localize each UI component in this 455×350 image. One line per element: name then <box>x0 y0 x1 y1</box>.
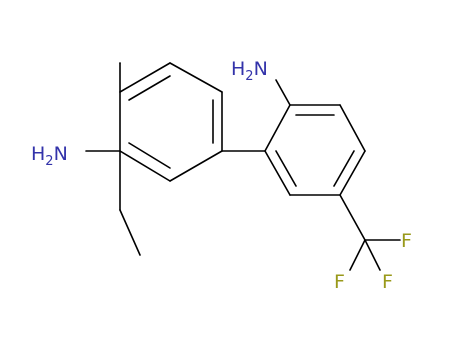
bond-R6-R1 <box>264 150 291 196</box>
amine-left-label: H2N <box>31 143 68 169</box>
bond-C1-C2 <box>169 150 223 182</box>
double-bond-C2-C3 <box>128 142 171 169</box>
amine-left-h: H <box>31 143 45 165</box>
bond-R3-R4 <box>339 104 366 152</box>
fluorine-2-label: F <box>334 271 345 293</box>
right-ring <box>264 104 366 196</box>
amine-left-n: N <box>54 143 68 165</box>
amine-right-h: H <box>231 58 245 80</box>
amine-right-n: N <box>254 58 268 80</box>
amine-right-label: H2N <box>231 58 268 84</box>
bond-cf3 <box>339 194 366 241</box>
bond-C5-C6 <box>169 62 223 93</box>
amine-left-subscript: 2 <box>45 154 53 169</box>
bond-R4-R5 <box>339 150 366 196</box>
fluorine-1-label: F <box>401 230 412 252</box>
left-ring <box>119 62 223 182</box>
bond-amine-right <box>275 79 291 106</box>
bond-R1-R2 <box>264 104 291 152</box>
double-bond-R6-R1 <box>275 150 297 187</box>
amine-right-subscript: 2 <box>245 69 253 84</box>
bond-C2-C3 <box>119 150 171 182</box>
bond-c-f3 <box>364 239 381 271</box>
bond-c-f2 <box>349 239 366 271</box>
double-bond-R4-R5 <box>333 150 355 187</box>
double-bond-C4-C5 <box>128 75 171 101</box>
bond-ethyl-2 <box>119 209 141 256</box>
bond-C4-C5 <box>119 62 171 93</box>
fluorine-3-label: F <box>382 271 393 293</box>
